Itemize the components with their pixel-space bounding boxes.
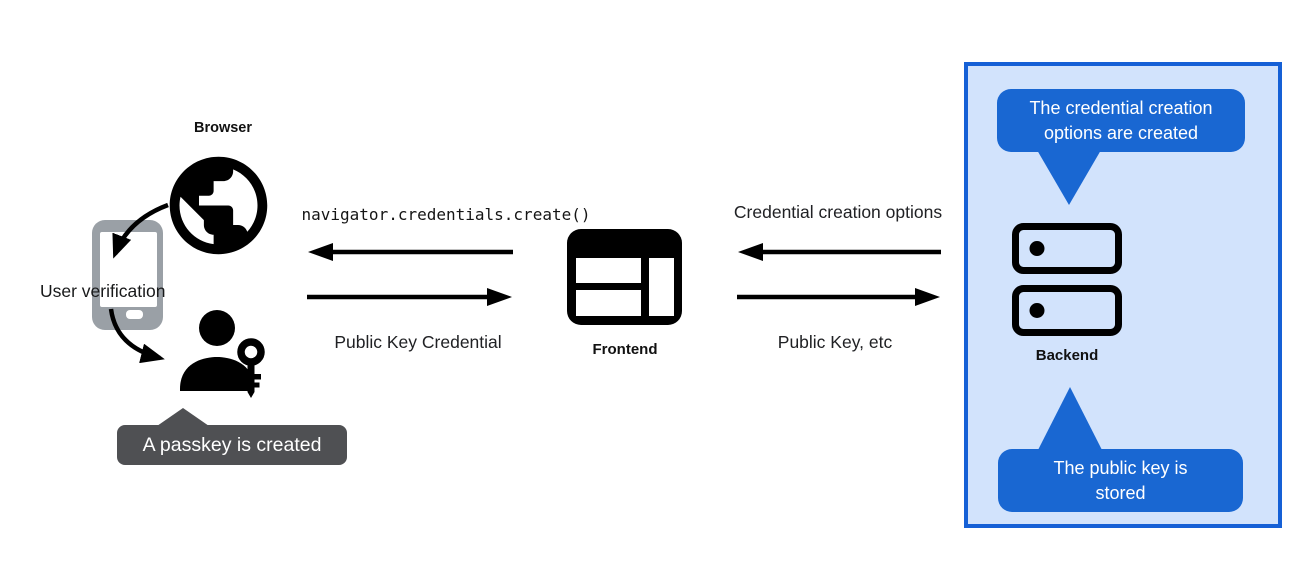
browser-label: Browser [193,120,253,136]
public-key-stored-bubble-label: The public key is stored [1053,457,1188,503]
passkey-tooltip-tail [157,408,209,426]
public-key-stored-bubble-tail [1038,387,1102,450]
backend-label: Backend [1035,347,1099,364]
passkey-tooltip: A passkey is created [117,425,347,465]
options-created-bubble: The credential creation options are crea… [997,89,1245,152]
globe-icon [169,156,268,255]
arrow-backend-to-frontend [738,243,941,261]
backend-box: The credential creation options are crea… [964,62,1282,528]
server-stack-icon [1012,223,1122,336]
arrow-frontend-to-backend [737,288,940,306]
passkey-tooltip-label: A passkey is created [142,433,322,456]
arrow-browser-to-frontend [307,288,512,306]
arrow-browser-to-phone [112,202,169,259]
arrow-frontend-to-browser [308,243,513,261]
options-created-bubble-tail [1037,150,1101,205]
public-key-credential-label: Public Key Credential [334,332,502,352]
frontend-label: Frontend [592,341,658,358]
public-key-stored-bubble: The public key is stored [998,449,1243,512]
person-with-key-icon [180,310,265,398]
options-created-bubble-label: The credential creation options are crea… [1029,97,1213,143]
smartphone-homebar [126,310,143,319]
browser-window-icon [567,229,682,325]
user-verification-label: User verification [40,281,166,301]
credential-creation-options-label: Credential creation options [733,202,943,222]
navigator-create-label: navigator.credentials.create() [301,205,591,224]
public-key-etc-label: Public Key, etc [777,332,893,352]
arrow-phone-to-user [108,308,165,364]
